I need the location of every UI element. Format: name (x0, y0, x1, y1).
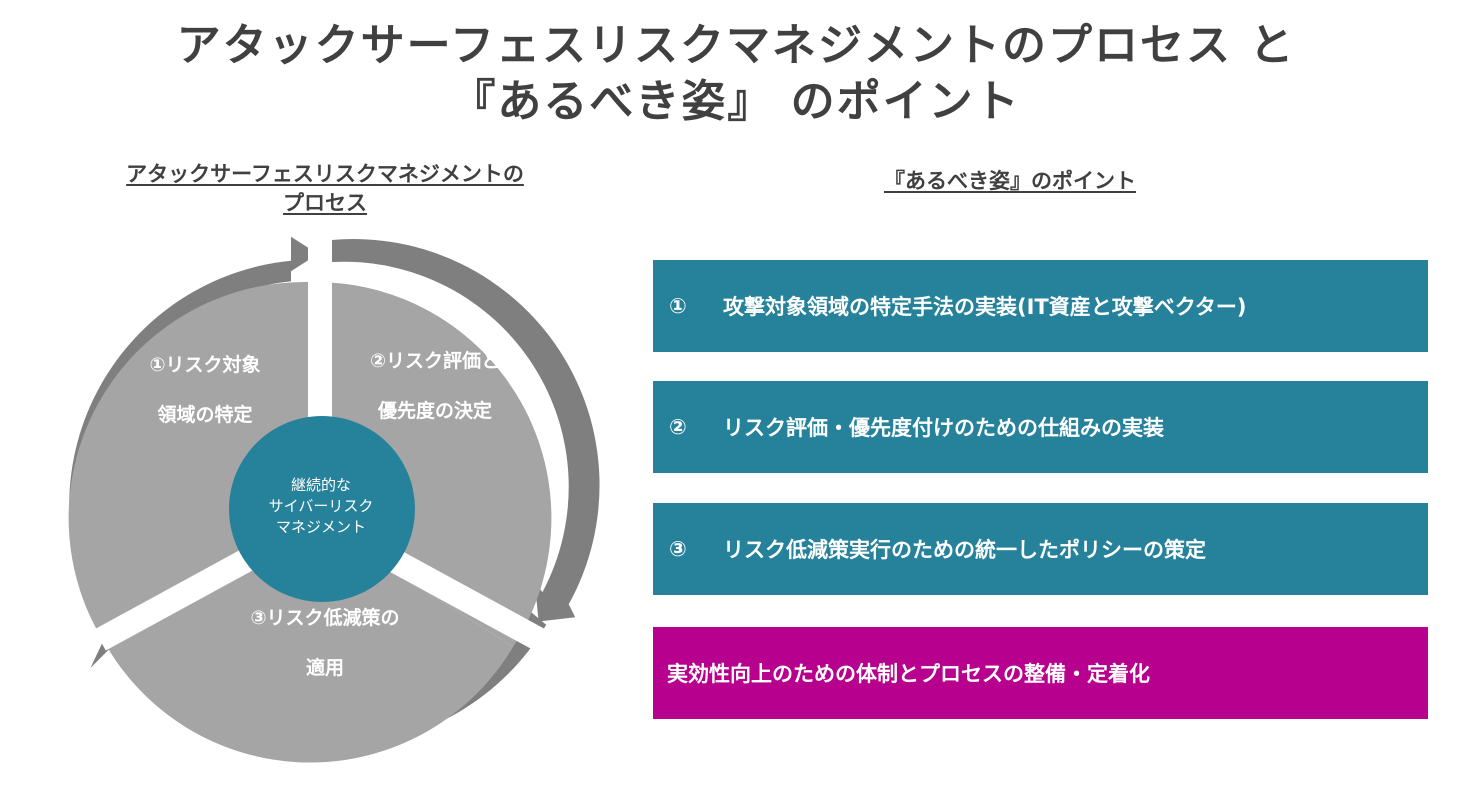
center-label-line1: 継続的な (290, 476, 351, 494)
point-box-3: ③ リスク低減策実行のための統一したポリシーの策定 (653, 503, 1428, 595)
point-3-number: ③ (669, 537, 687, 561)
points-heading: 『あるべき姿』のポイント (884, 169, 1136, 193)
center-label-line3: マネジメント (275, 518, 366, 536)
center-label: 継続的な サイバーリスク マネジメント (230, 475, 412, 538)
point-1-text: 攻撃対象領域の特定手法の実装(IT資産と攻撃ベクター) (723, 295, 1247, 319)
center-label-line2: サイバーリスク (268, 497, 374, 515)
segment-1-line1: ①リスク対象 (149, 354, 261, 376)
segment-2-line1: ②リスク評価と (369, 350, 501, 372)
segment-2-label: ②リスク評価と 優先度の決定 (340, 336, 530, 436)
page-title: アタックサーフェスリスクマネジメントのプロセス と 『あるべき姿』 のポイント (0, 18, 1472, 130)
segment-3-label: ③リスク低減策の 適用 (220, 593, 430, 693)
cycle-arrow-ring-2 (332, 239, 600, 622)
segment-1-label: ①リスク対象 領域の特定 (120, 340, 290, 440)
point-box-4: 実効性向上のための体制とプロセスの整備・定着化 (653, 627, 1428, 719)
process-heading-line1: アタックサーフェスリスクマネジメントの (126, 162, 524, 186)
page-title-line1: アタックサーフェスリスクマネジメントのプロセス と (176, 20, 1296, 71)
process-cycle-diagram (68, 236, 600, 763)
segment-1-line2: 領域の特定 (157, 404, 253, 426)
page-title-line2: 『あるべき姿』 のポイント (451, 76, 1021, 127)
point-3-text: リスク低減策実行のための統一したポリシーの策定 (723, 538, 1206, 562)
segment-2-line2: 優先度の決定 (377, 400, 492, 422)
point-box-2: ② リスク評価・優先度付けのための仕組みの実装 (653, 381, 1428, 473)
process-heading: アタックサーフェスリスクマネジメントの プロセス (100, 160, 550, 218)
point-box-1: ① 攻撃対象領域の特定手法の実装(IT資産と攻撃ベクター) (653, 260, 1428, 352)
cycle-segment-3 (107, 518, 514, 763)
point-4-text: 実効性向上のための体制とプロセスの整備・定着化 (667, 662, 1150, 686)
segment-3-line1: ③リスク低減策の (250, 607, 400, 629)
point-1-number: ① (669, 294, 687, 318)
cycle-center-circle (229, 416, 415, 602)
process-heading-line2: プロセス (283, 191, 367, 215)
segment-3-line2: 適用 (305, 657, 344, 679)
point-2-text: リスク評価・優先度付けのための仕組みの実装 (723, 416, 1164, 440)
point-2-number: ② (669, 415, 687, 439)
